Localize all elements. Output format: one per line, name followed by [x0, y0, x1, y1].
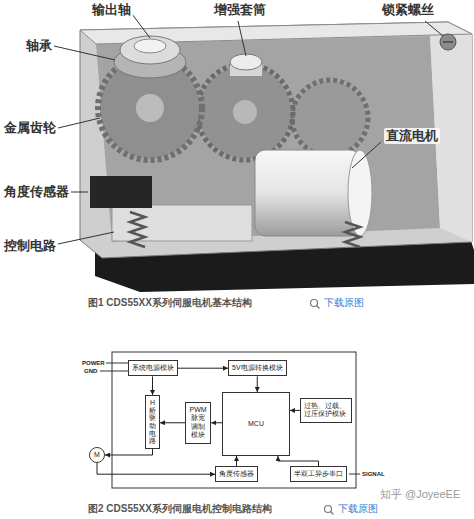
- motor-outline: [89, 447, 104, 462]
- angle-sensor: [90, 176, 152, 208]
- lock-screw-slot: [443, 41, 453, 43]
- connector-arrow: [105, 449, 153, 455]
- callout-label: 金属齿轮: [2, 120, 58, 136]
- motor-circle: M: [89, 447, 105, 463]
- download-link: 下载原图: [324, 297, 364, 309]
- process-box: 过热、过载、过压保护模块: [300, 398, 352, 423]
- connector-arrow: [160, 422, 185, 423]
- leader-line: [352, 142, 381, 168]
- node-text: 角度传感器: [219, 470, 254, 478]
- spring: [130, 212, 145, 247]
- callout-label: 角度传感器: [2, 184, 71, 200]
- process-box: PWM脉宽调制模块: [185, 402, 211, 444]
- connector-arrow: [97, 463, 215, 474]
- node-text: MCU: [248, 420, 264, 428]
- connector-arrow: [236, 456, 237, 466]
- leader-lines: [54, 14, 443, 244]
- callout-label: 增强套筒: [212, 2, 268, 18]
- connector-arrow: [278, 456, 319, 466]
- gear-teeth: [197, 64, 293, 160]
- connector-arrow: [211, 422, 222, 423]
- leader-line: [425, 21, 443, 36]
- leader-line: [238, 21, 246, 56]
- callout-label: 锁紧螺丝: [380, 2, 436, 18]
- gear-hub: [233, 100, 257, 124]
- gear-teeth: [292, 80, 368, 156]
- process-box: 半双工异步串口: [290, 466, 347, 482]
- signal-name: SIGNAL: [362, 471, 385, 477]
- leader-line: [132, 14, 150, 38]
- output-shaft-top: [134, 39, 166, 53]
- callout-label: 轴承: [24, 38, 54, 54]
- connector-arrow: [152, 376, 153, 395]
- callout-label: 控制电路: [2, 238, 58, 254]
- signal-name: POWER: [82, 360, 105, 366]
- node-text: 过热、过载、过压保护模块: [304, 402, 348, 419]
- process-box: 5V电源转换模块: [228, 360, 287, 376]
- zoom-icon: [311, 300, 320, 309]
- node-text: M: [94, 451, 100, 459]
- process-box: 系统电源模块: [128, 360, 178, 376]
- node-text: PWM脉宽调制模块: [189, 406, 207, 440]
- zoom-icon: [325, 506, 334, 515]
- process-box: H桥驱动电路: [145, 395, 160, 449]
- gear-hub: [136, 94, 164, 122]
- sleeve-top: [230, 54, 262, 70]
- signal-wire: [349, 474, 360, 475]
- watermark: 知乎 @JoyeeEE: [380, 488, 460, 501]
- connector-arrow: [257, 376, 258, 392]
- callout-label: 直流电机: [384, 128, 440, 144]
- process-box: 角度传感器: [215, 466, 258, 482]
- download-link: 下载原图: [338, 503, 378, 515]
- spring: [345, 222, 360, 247]
- housing-cavity: [96, 36, 440, 242]
- housing: [80, 22, 472, 258]
- signal-name: GND: [84, 368, 97, 374]
- output-shaft: [120, 36, 180, 64]
- leader-line: [58, 232, 114, 244]
- process-box: MCU: [222, 392, 290, 456]
- connector-arrow: [178, 368, 228, 369]
- node-text: 5V电源转换模块: [232, 364, 283, 372]
- leader-line: [54, 46, 115, 60]
- leader-line: [71, 192, 88, 193]
- node-text: H桥驱动电路: [149, 399, 156, 445]
- node-text: 系统电源模块: [132, 364, 174, 372]
- circuit-frame: [112, 352, 356, 488]
- connector-arrow: [290, 410, 300, 411]
- node-text: 半双工异步串口: [294, 470, 343, 478]
- callout-label: 输出轴: [90, 2, 133, 18]
- power-wire: [106, 363, 128, 364]
- lock-screw: [440, 34, 456, 50]
- leader-line: [58, 118, 100, 128]
- dc-motor: [255, 150, 360, 236]
- gnd-wire: [100, 371, 128, 372]
- figure-caption: 图2 CDS55XX系列伺服电机控制电路结构: [88, 503, 272, 515]
- figure-caption: 图1 CDS55XX系列伺服电机基本结构: [88, 297, 252, 309]
